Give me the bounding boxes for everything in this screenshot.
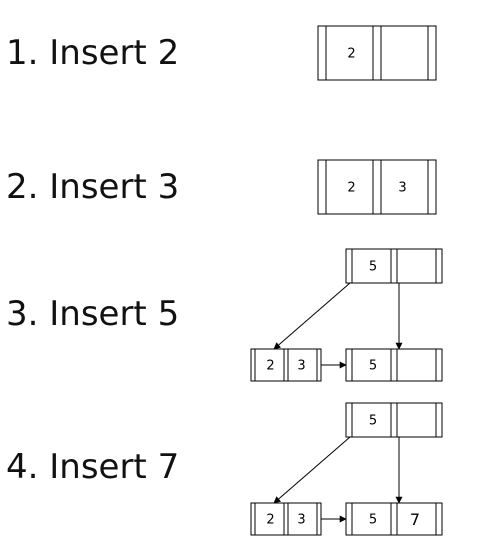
node-frame [250, 348, 322, 382]
step-1-tree: 2 [317, 25, 437, 81]
node-frame [345, 502, 443, 536]
node-root: 5 [345, 248, 443, 284]
key-root-0: 5 [369, 260, 377, 275]
node-frame [317, 159, 437, 215]
key-left-leaf-1: 3 [297, 359, 305, 374]
key-right-leaf-0: 5 [369, 513, 377, 528]
node-frame [250, 502, 322, 536]
key-root-0: 5 [369, 414, 377, 429]
key-leaf-0: 2 [347, 181, 355, 196]
node-leaf: 2 [317, 25, 437, 81]
node-frame [317, 25, 437, 81]
step-2-label: 2. Insert 3 [6, 167, 180, 207]
key-leaf-0: 2 [347, 47, 355, 62]
node-right-leaf: 5 [345, 348, 443, 382]
node-frame [345, 248, 443, 284]
arrow-root-to-left-leaf [273, 436, 351, 504]
key-left-leaf-0: 2 [266, 513, 274, 528]
key-right-leaf-0: 5 [369, 359, 377, 374]
key-left-leaf-1: 3 [297, 513, 305, 528]
arrow-root-to-left-leaf [273, 282, 351, 350]
step-1-label: 1. Insert 2 [6, 33, 180, 73]
key-right-leaf-1: 7 [410, 510, 420, 529]
node-frame [345, 402, 443, 438]
step-4-label: 4. Insert 7 [6, 447, 180, 487]
step-3-label: 3. Insert 5 [6, 294, 180, 334]
node-root: 5 [345, 402, 443, 438]
node-frame [345, 348, 443, 382]
key-leaf-1: 3 [398, 181, 406, 196]
key-left-leaf-0: 2 [266, 359, 274, 374]
